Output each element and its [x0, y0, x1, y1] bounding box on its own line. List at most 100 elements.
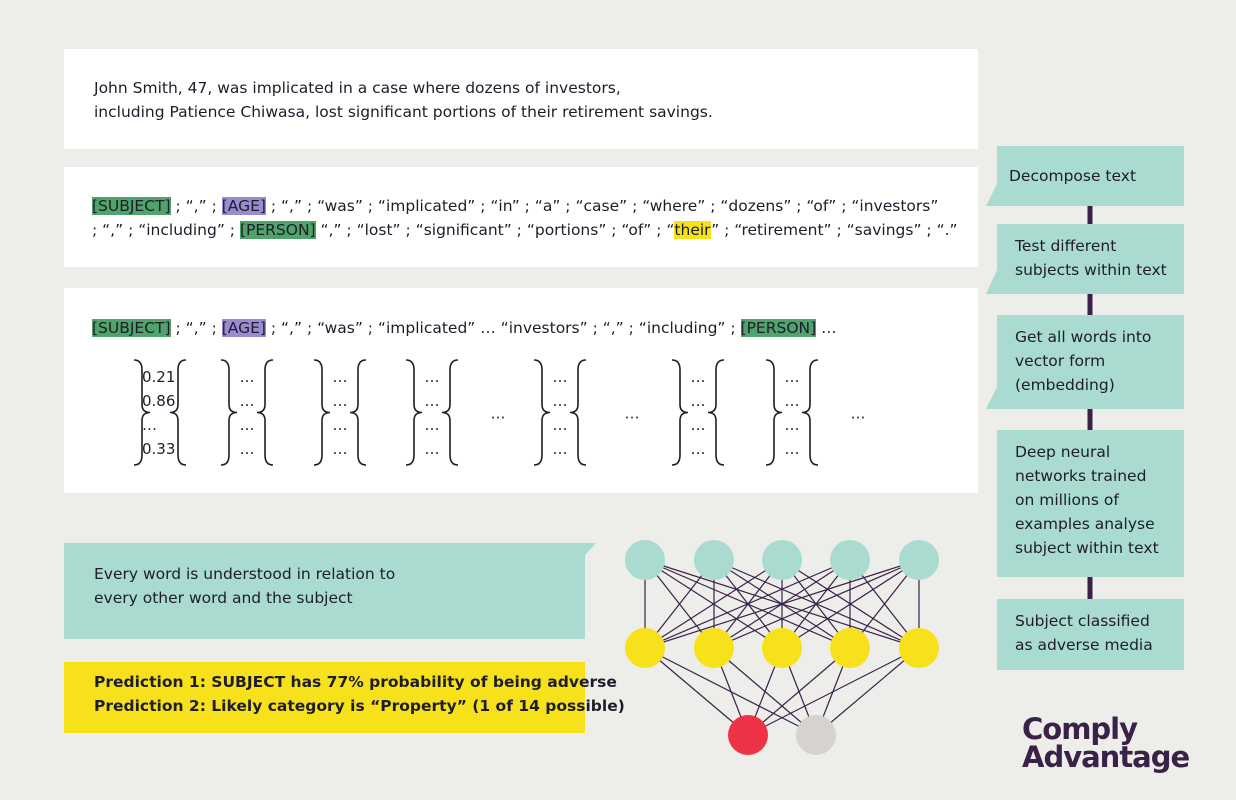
network-connection — [644, 559, 920, 649]
vector-value: … — [142, 416, 157, 434]
step-test-subjects: Test different subjects within text — [997, 224, 1184, 294]
step-classified: Subject classified as adverse media — [997, 599, 1184, 670]
hidden-node — [694, 628, 734, 668]
left-brace — [133, 359, 151, 466]
hidden-node — [830, 628, 870, 668]
vector-value: … — [425, 416, 440, 434]
network-connection — [747, 647, 851, 736]
input-node — [694, 540, 734, 580]
network-connection — [747, 647, 920, 736]
vector-value: … — [785, 440, 800, 458]
embedding-vectors: 0.210.86…0.33……………………………………………………………………… — [133, 359, 866, 466]
vector-value: 0.21 — [142, 368, 175, 386]
vector-value: … — [240, 392, 255, 410]
sentence-line-1: John Smith, 47, was implicated in a case… — [94, 79, 621, 97]
vector-value: … — [785, 368, 800, 386]
step-label: Subject classified as adverse media — [1015, 612, 1153, 654]
vector-value: … — [691, 368, 706, 386]
comply-advantage-logo: Comply Advantage — [1022, 712, 1190, 774]
embedding-box: [SUBJECT] ; “,” ; [AGE] ; “,” ; “was” ; … — [64, 288, 978, 493]
right-brace — [569, 359, 587, 466]
sentence-box: John Smith, 47, was implicated in a case… — [64, 49, 978, 149]
vector-value: … — [785, 416, 800, 434]
relation-box-shape — [64, 543, 596, 639]
right-brace — [169, 359, 187, 466]
token-text: … — [816, 319, 837, 337]
step-tab-3 — [986, 387, 997, 409]
tokens-line-1: [SUBJECT] ; “,” ; [AGE] ; “,” ; “was” ; … — [92, 194, 938, 218]
step-label: Decompose text — [1009, 167, 1137, 185]
vector-value: … — [333, 392, 348, 410]
input-node — [899, 540, 939, 580]
their-token: their — [674, 221, 712, 239]
logo-line-2: Advantage — [1022, 740, 1190, 774]
token-text: ; “,” ; — [170, 319, 222, 337]
token-text: ; “,” ; “including” ; — [92, 221, 240, 239]
vector-value: … — [553, 416, 568, 434]
vector-value: … — [240, 368, 255, 386]
step-tab-1 — [986, 184, 997, 206]
right-brace — [349, 359, 367, 466]
vector-value: … — [553, 392, 568, 410]
step-deep-networks: Deep neural networks trained on millions… — [997, 430, 1184, 577]
left-brace — [313, 359, 331, 466]
vector-gap-ellipsis: … — [625, 405, 640, 423]
vector-value: … — [240, 440, 255, 458]
age-token: [AGE] — [221, 197, 266, 215]
vector-value: … — [333, 368, 348, 386]
vector-value: 0.86 — [142, 392, 175, 410]
person-token: [PERSON] — [740, 319, 817, 337]
person-token: [PERSON] — [239, 221, 316, 239]
vector-value: … — [240, 416, 255, 434]
vector-value: … — [425, 392, 440, 410]
left-brace — [405, 359, 423, 466]
input-node — [625, 540, 665, 580]
vector-value: … — [333, 416, 348, 434]
vector-value: … — [425, 440, 440, 458]
token-text: ” ; “retirement” ; “savings” ; “.” — [711, 221, 958, 239]
left-brace — [220, 359, 238, 466]
input-node — [830, 540, 870, 580]
right-brace — [441, 359, 459, 466]
logo-line-1: Comply — [1022, 712, 1138, 746]
network-connection — [644, 647, 749, 736]
step-label: Test different subjects within text — [1015, 237, 1167, 279]
network-connection — [644, 559, 783, 649]
network-connection — [781, 559, 920, 649]
token-text: ; “,” ; “was” ; “implicated” ; “in” ; “a… — [265, 197, 939, 215]
hidden-node — [899, 628, 939, 668]
vector-value: … — [785, 392, 800, 410]
token-text: ; “,” ; — [170, 197, 222, 215]
vector-value: … — [691, 416, 706, 434]
vector-value: … — [553, 368, 568, 386]
left-brace — [533, 359, 551, 466]
vector-value: … — [691, 392, 706, 410]
right-brace — [801, 359, 819, 466]
tokens-line-2: ; “,” ; “including” ; [PERSON] “,” ; “lo… — [92, 218, 958, 242]
vector-value: … — [553, 440, 568, 458]
prediction-1: Prediction 1: SUBJECT has 77% probabilit… — [94, 673, 617, 691]
subject-token: [SUBJECT] — [92, 197, 171, 215]
vector-value: … — [333, 440, 348, 458]
prediction-2: Prediction 2: Likely category is “Proper… — [94, 697, 625, 715]
subject-token: [SUBJECT] — [92, 319, 171, 337]
network-connection — [713, 559, 920, 649]
tokens-box: [SUBJECT] ; “,” ; [AGE] ; “,” ; “was” ; … — [64, 167, 978, 267]
vector-value: 0.33 — [142, 440, 175, 458]
prediction-box: Prediction 1: SUBJECT has 77% probabilit… — [64, 662, 625, 733]
token-text: “,” ; “lost” ; “significant” ; “portions… — [315, 221, 675, 239]
token-text: ; “,” ; “was” ; “implicated” … “investor… — [265, 319, 741, 337]
vector-gap-ellipsis: … — [491, 405, 506, 423]
output-node-other — [796, 715, 836, 755]
step-decompose: Decompose text — [997, 146, 1184, 206]
network-connection — [815, 647, 920, 736]
network-connection — [644, 559, 851, 649]
neural-network — [625, 540, 939, 755]
sentence-line-2: including Patience Chiwasa, lost signifi… — [94, 103, 713, 121]
relation-text: Every word is understood in relation to … — [94, 565, 396, 607]
left-brace — [671, 359, 689, 466]
right-brace — [256, 359, 274, 466]
input-node — [762, 540, 802, 580]
step-embedding: Get all words into vector form (embeddin… — [997, 315, 1184, 409]
step-label: Get all words into vector form (embeddin… — [1015, 328, 1152, 394]
